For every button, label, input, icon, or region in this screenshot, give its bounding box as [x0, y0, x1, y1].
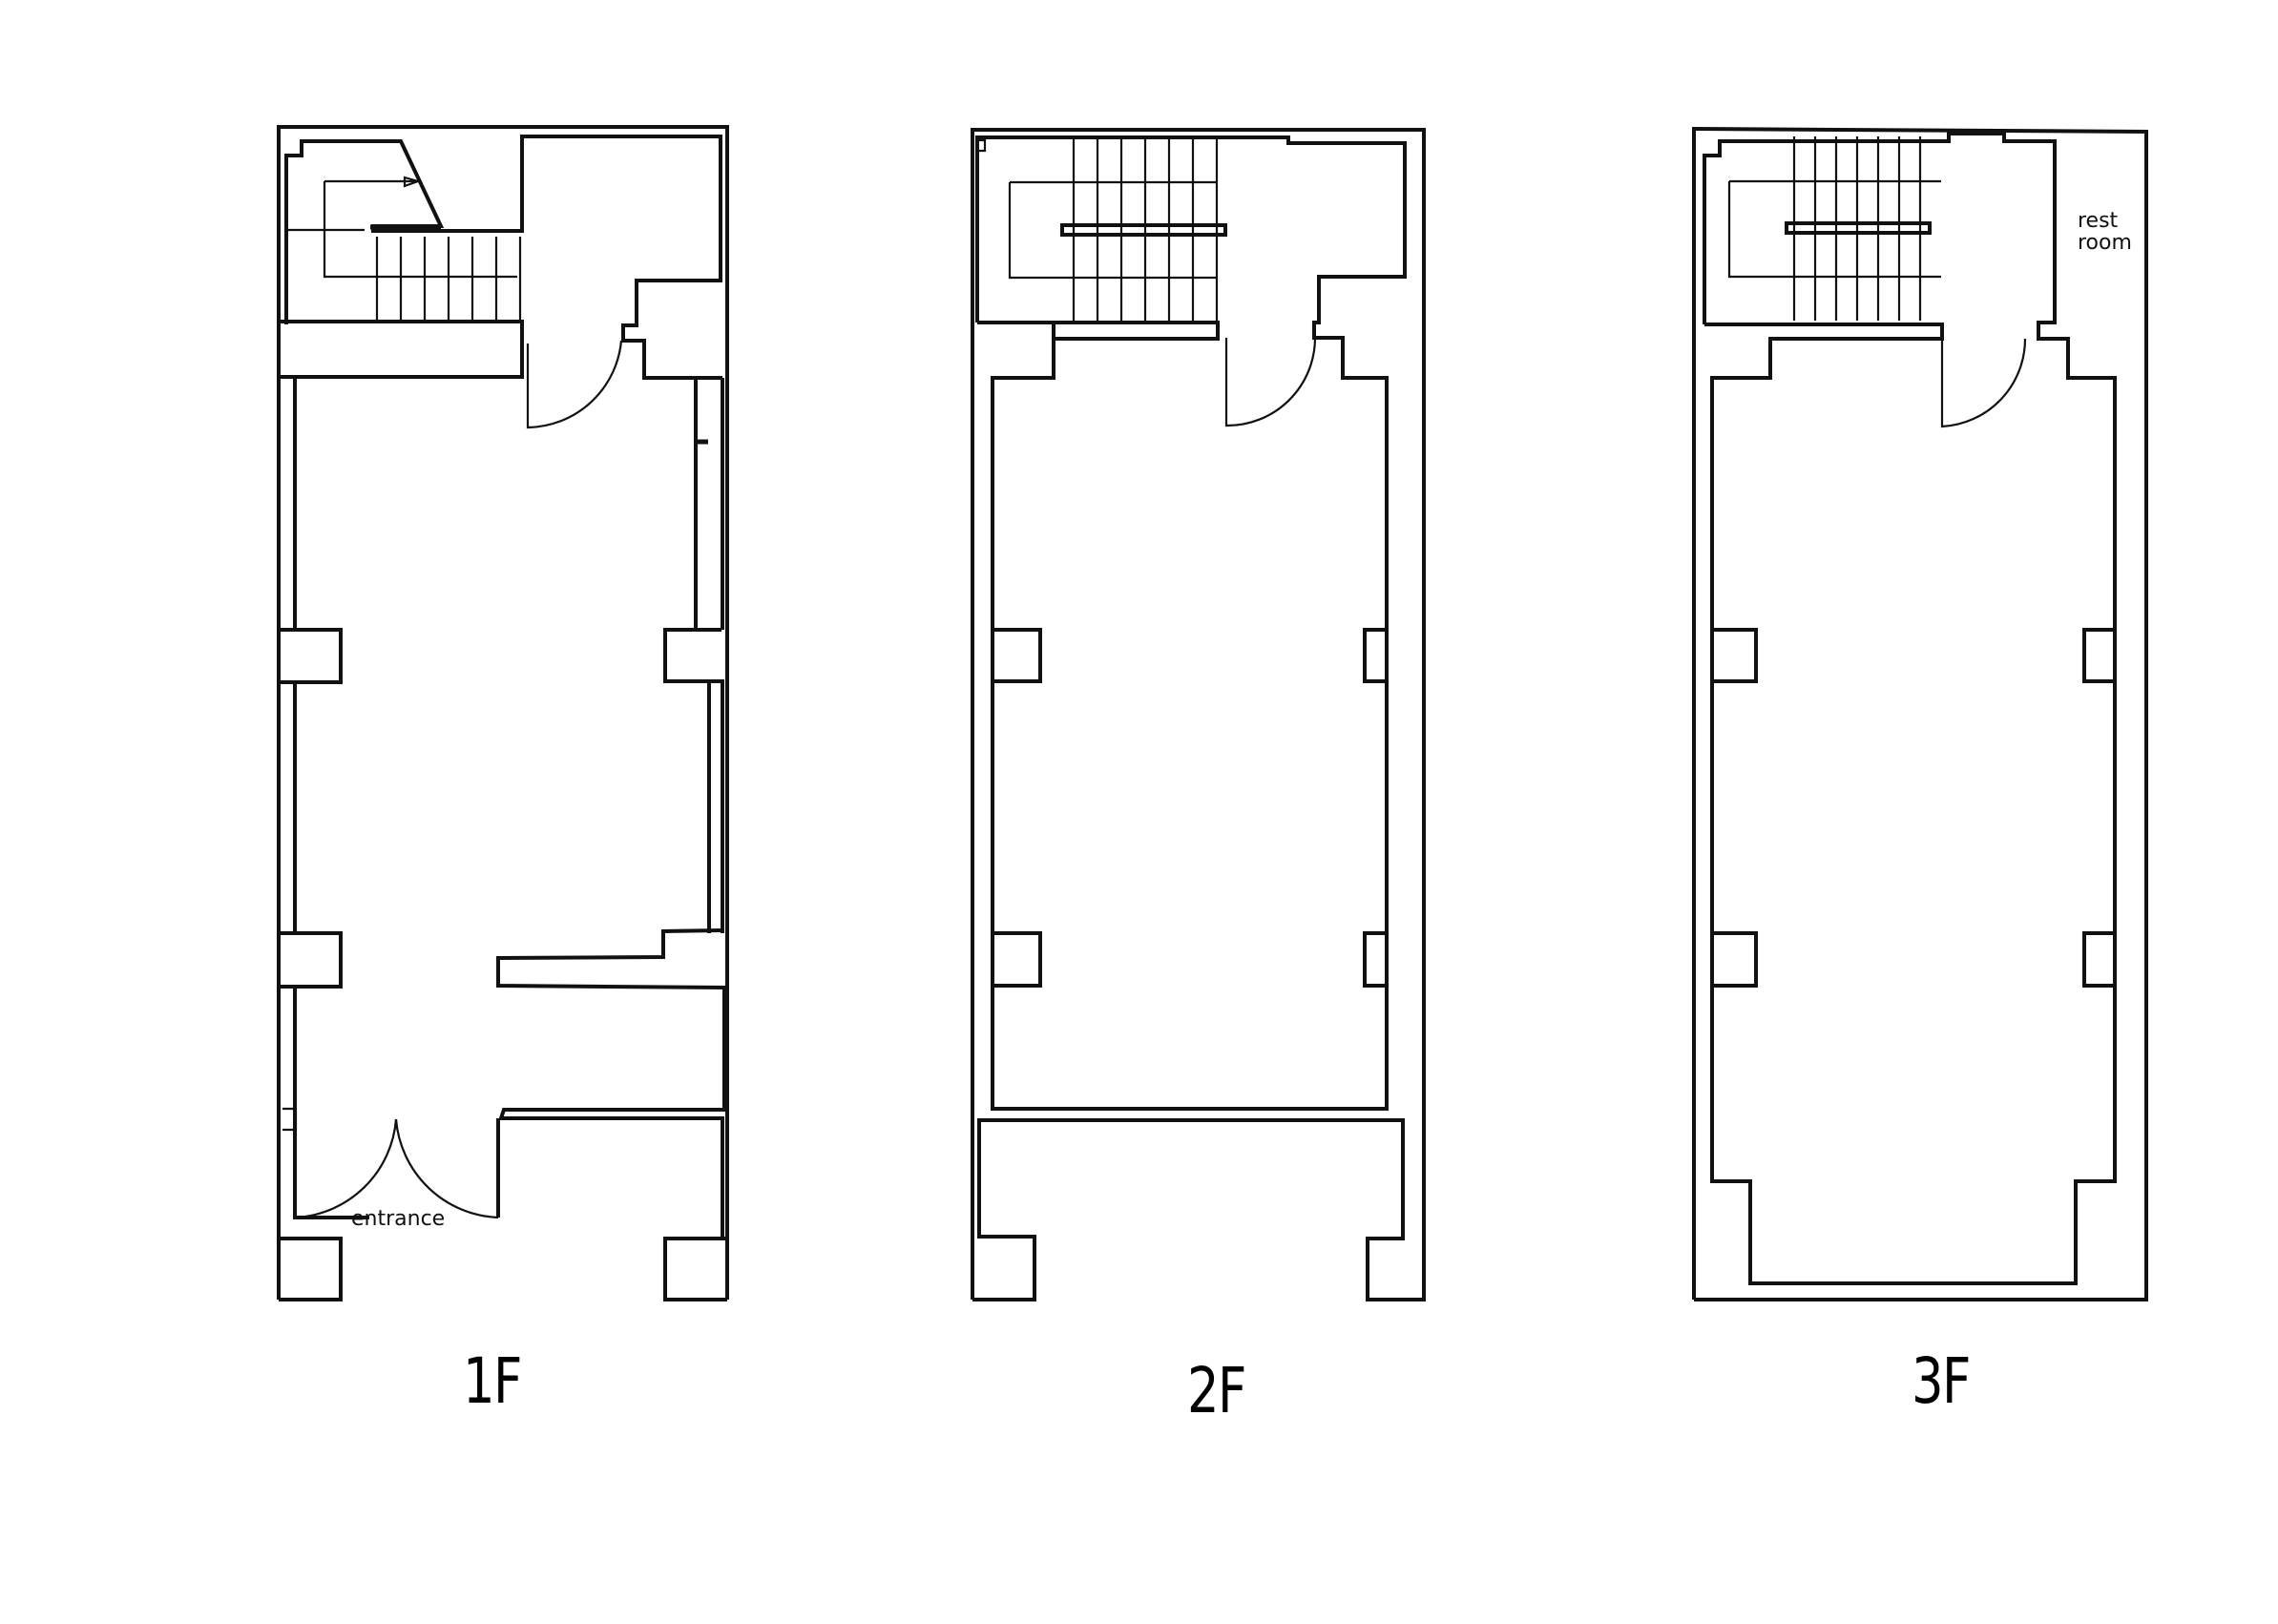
entrance-door-right — [394, 1118, 499, 1219]
floor-plan-2f — [971, 128, 1426, 1301]
stair-core-2f — [975, 135, 1407, 1111]
rest-room-label-line1: rest — [2078, 209, 2119, 233]
floor-label-3f: 3F — [1912, 1344, 1971, 1418]
stair-treads-3f — [1792, 136, 1922, 321]
column-1f-l2 — [279, 931, 343, 989]
handrail-3f — [1785, 221, 1932, 235]
stair-core-1f — [284, 135, 722, 380]
landing-1f — [279, 320, 524, 379]
column-1f-bl — [279, 1237, 343, 1301]
door-swing-2f — [1224, 337, 1317, 427]
column-1f-br — [663, 1237, 727, 1301]
rest-room-label: rest room — [2078, 210, 2132, 254]
floor-label-2f: 2F — [1187, 1354, 1246, 1427]
partition-1f — [496, 928, 726, 1239]
stair-treads-1f — [375, 237, 522, 321]
rest-room-label-line2: room — [2078, 231, 2132, 256]
handrail-2f — [1060, 223, 1227, 237]
column-1f-l1 — [279, 628, 343, 684]
outer-wall-1f — [277, 125, 729, 1300]
floor-label-1f: 1F — [463, 1344, 522, 1418]
outer-wall-3f — [1692, 126, 2148, 1301]
floor-plan-3f — [1692, 126, 2148, 1301]
stair-path-1f — [323, 181, 517, 279]
stair-treads-2f — [1072, 138, 1219, 321]
door-swing-1f — [526, 340, 623, 429]
landing-2f — [1054, 321, 1220, 341]
outer-wall-2f — [971, 128, 1426, 1301]
floor-plan-1f — [277, 125, 729, 1301]
stair-arrow-icon — [403, 176, 422, 188]
entrance-label: entrance — [351, 1207, 446, 1231]
room-outline-3f — [1703, 132, 2117, 1285]
door-swing-3f — [1940, 338, 2027, 428]
entrance-door-left — [296, 1118, 398, 1219]
